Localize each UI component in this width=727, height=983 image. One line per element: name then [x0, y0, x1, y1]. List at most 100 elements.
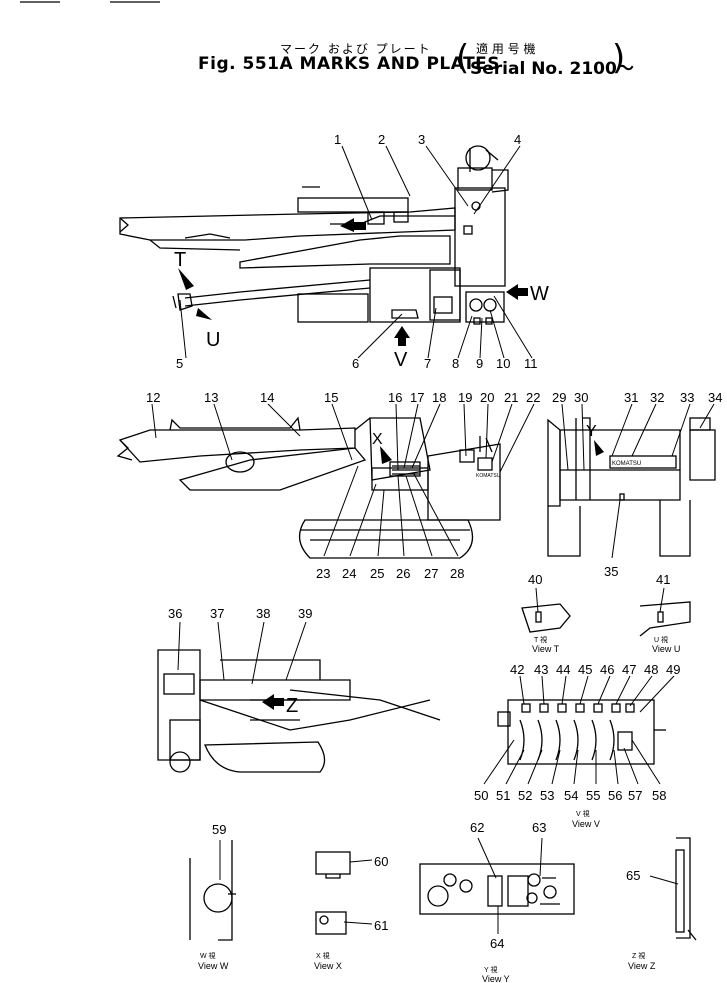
title-english: Fig. 551A MARKS AND PLATES [198, 54, 501, 74]
callout-54: 54 [564, 788, 578, 803]
callout-49: 49 [666, 662, 680, 677]
view-letter-v: V [394, 349, 408, 371]
view-z-jp: Z 視 [632, 951, 645, 960]
callout-26: 26 [396, 566, 410, 581]
callout-19: 19 [458, 390, 472, 405]
callout-37: 37 [210, 606, 224, 621]
view-x-en: View X [314, 961, 342, 971]
serial-english: Serial No. 2100～ [470, 59, 634, 79]
callout-32: 32 [650, 390, 664, 405]
view-letter-w: W [530, 283, 549, 305]
plate-komatsu: KOMATSU [612, 461, 641, 467]
callout-41: 41 [656, 572, 670, 587]
callout-42: 42 [510, 662, 524, 677]
view-letter-z: Z [286, 695, 298, 717]
callout-33: 33 [680, 390, 694, 405]
callout-2: 2 [378, 132, 385, 147]
view-u-en: View U [652, 644, 680, 654]
view-t-en: View T [532, 644, 560, 654]
callout-17: 17 [410, 390, 424, 405]
view-w-jp: W 視 [200, 951, 216, 960]
callout-34: 34 [708, 390, 722, 405]
callout-10: 10 [496, 356, 510, 371]
callout-55: 55 [586, 788, 600, 803]
callout-27: 27 [424, 566, 438, 581]
callout-58: 58 [652, 788, 666, 803]
machine-side-view-top [119, 145, 509, 325]
view-v-panel [497, 699, 666, 765]
view-v-en: View V [572, 819, 600, 829]
callout-61: 61 [374, 918, 388, 933]
view-w-en: View W [198, 961, 229, 971]
view-u-jp: U 視 [654, 635, 668, 644]
callout-6: 6 [352, 356, 359, 371]
callout-53: 53 [540, 788, 554, 803]
view-y-en: View Y [482, 974, 510, 983]
callout-28: 28 [450, 566, 464, 581]
machine-rear-view [547, 417, 716, 557]
callout-29: 29 [552, 390, 566, 405]
callout-38: 38 [256, 606, 270, 621]
view-letter-y: Y [586, 423, 597, 440]
callout-45: 45 [578, 662, 592, 677]
callout-43: 43 [534, 662, 548, 677]
callout-22: 22 [526, 390, 540, 405]
arrow-icon [178, 268, 194, 290]
view-t-drawing [521, 603, 571, 633]
view-z-drawing [675, 837, 697, 941]
callout-31: 31 [624, 390, 638, 405]
title-japanese: マーク および プレート [280, 42, 432, 56]
callout-35: 35 [604, 564, 618, 579]
callout-36: 36 [168, 606, 182, 621]
paren-open: ( [456, 38, 470, 78]
view-v-jp: V 視 [576, 809, 590, 818]
view-t-jp: T 視 [534, 635, 547, 644]
callout-11: 11 [524, 356, 538, 371]
view-z-en: View Z [628, 961, 656, 971]
callout-numbers: 1 2 3 4 5 6 7 8 9 10 11 12 13 14 15 16 1… [146, 132, 722, 951]
callout-44: 44 [556, 662, 570, 677]
view-y-jp: Y 視 [484, 965, 498, 974]
callout-21: 21 [504, 390, 518, 405]
callout-12: 12 [146, 390, 160, 405]
machine-side-view-middle [116, 416, 501, 559]
leader-lines [151, 145, 715, 934]
callout-20: 20 [480, 390, 494, 405]
callout-3: 3 [418, 132, 425, 147]
callout-63: 63 [532, 820, 546, 835]
callout-46: 46 [600, 662, 614, 677]
view-u-drawing [639, 601, 691, 637]
callout-7: 7 [424, 356, 431, 371]
callout-5: 5 [176, 356, 183, 371]
callout-24: 24 [342, 566, 356, 581]
callout-9: 9 [476, 356, 483, 371]
view-letters: T U V W X Y Z [174, 249, 597, 717]
callout-47: 47 [622, 662, 636, 677]
callout-65: 65 [626, 868, 640, 883]
serial-japanese: 適 用 号 機 [476, 42, 536, 56]
arrow-icon [394, 326, 410, 346]
view-x-drawing [315, 851, 351, 935]
plate-brand-small: KOMATSU [476, 473, 501, 479]
view-x-jp: X 視 [316, 951, 330, 960]
callout-30: 30 [574, 390, 588, 405]
callout-15: 15 [324, 390, 338, 405]
callout-40: 40 [528, 572, 542, 587]
callout-39: 39 [298, 606, 312, 621]
callout-51: 51 [496, 788, 510, 803]
callout-48: 48 [644, 662, 658, 677]
arrow-icon [506, 284, 518, 300]
paren-close: ) [612, 38, 626, 78]
callout-56: 56 [608, 788, 622, 803]
callout-59: 59 [212, 822, 226, 837]
callout-62: 62 [470, 820, 484, 835]
callout-4: 4 [514, 132, 521, 147]
view-w-drawing [189, 840, 236, 941]
arrow-icon [594, 440, 604, 456]
view-arrows [178, 218, 604, 710]
callout-25: 25 [370, 566, 384, 581]
callout-16: 16 [388, 390, 402, 405]
arrow-icon [380, 446, 392, 464]
